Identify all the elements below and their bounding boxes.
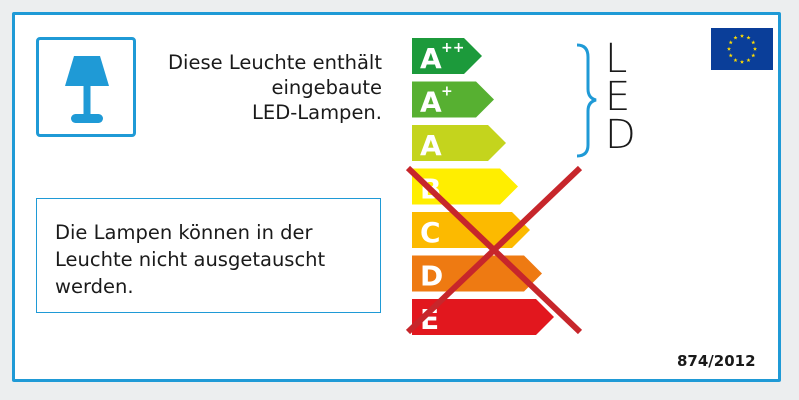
- cross-out-mark: [405, 165, 583, 335]
- eu-flag-icon: [711, 28, 773, 70]
- led-notice-line: Diese Leuchte enthält: [168, 51, 382, 74]
- eu-star: [726, 46, 732, 51]
- replace-notice-line: Die Lampen können in der: [55, 221, 313, 244]
- energy-class-arrow: [412, 125, 506, 161]
- eu-star: [733, 35, 738, 40]
- led-vertical-label: L E D: [605, 36, 645, 158]
- table-lamp-icon: [65, 56, 109, 123]
- energy-class-label: E: [420, 303, 439, 336]
- eu-star: [733, 58, 738, 63]
- energy-class-arrow: [412, 38, 482, 74]
- energy-class-arrow: [412, 81, 494, 118]
- eu-star: [728, 53, 733, 58]
- led-letter: E: [605, 74, 631, 120]
- label-frame: [12, 12, 781, 382]
- energy-class-superscript: ++: [441, 40, 464, 56]
- energy-class-arrow: [412, 299, 554, 335]
- eu-star: [751, 40, 756, 45]
- led-notice-line: eingebaute: [271, 76, 382, 99]
- eu-star: [739, 59, 745, 64]
- lamp-icon-box: [36, 37, 136, 137]
- energy-class-label: A: [420, 86, 442, 119]
- eu-star: [752, 46, 758, 51]
- replace-notice-line: Leuchte nicht ausgetauscht: [55, 248, 326, 271]
- replace-notice-line: werden.: [55, 275, 134, 298]
- energy-class-label: A: [420, 42, 442, 75]
- led-notice-line: LED-Lampen.: [252, 101, 382, 124]
- energy-class-label: C: [420, 216, 441, 249]
- eu-star: [746, 58, 751, 63]
- led-letter: D: [605, 112, 636, 158]
- led-notice: Diese Leuchte enthält eingebaute LED-Lam…: [150, 50, 382, 125]
- energy-class-label: D: [420, 260, 443, 293]
- replace-notice: Die Lampen können in der Leuchte nicht a…: [55, 219, 375, 300]
- eu-star: [739, 33, 745, 38]
- energy-class-superscript: +: [441, 84, 453, 100]
- eu-star: [746, 35, 751, 40]
- regulation-number: 874/2012: [677, 352, 756, 370]
- cross-stroke: [405, 165, 583, 335]
- eu-star: [728, 40, 733, 45]
- led-bracket: [576, 43, 597, 158]
- led-letter: L: [605, 36, 628, 82]
- replace-notice-box: Die Lampen können in der Leuchte nicht a…: [36, 198, 381, 313]
- eu-star: [751, 53, 756, 58]
- energy-class-label: A: [420, 129, 442, 162]
